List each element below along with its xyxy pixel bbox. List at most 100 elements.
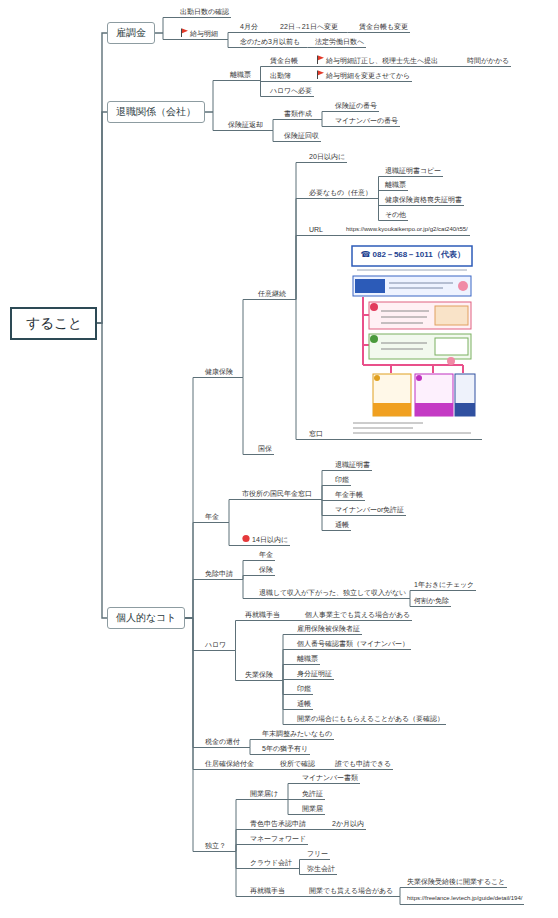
subtopic: ハロワへ必要 [268, 86, 314, 97]
flag-icon [180, 28, 188, 37]
subtopic: 賃金台帳も変更 [357, 22, 410, 33]
topic-text: 再就職手当 [245, 611, 280, 618]
mascot-figure [447, 357, 455, 365]
topic-text: 退職証明書コピー [385, 167, 441, 174]
topic-text: クラウド会計 [250, 859, 292, 866]
branch-line [314, 471, 333, 500]
branch-line [302, 47, 313, 48]
topic-text: 4月分 [240, 23, 258, 30]
topic-text: 賃金台帳 [270, 57, 298, 64]
branch-line [275, 635, 295, 681]
topic-text: 年金 [259, 551, 273, 558]
guide-text-line [389, 283, 453, 284]
topic-text: 退職関係（会社） [116, 106, 196, 117]
subtopic: 給与明細 [178, 28, 220, 40]
subtopic: 必要なもの（任意） [307, 188, 374, 199]
branch-line [395, 897, 405, 905]
topic-text: 窓口 [309, 430, 323, 437]
branch-line [235, 378, 256, 455]
subtopic: 開業の場合にももらえることがある（要確認） [295, 714, 446, 725]
topic-text: 保険証回収 [284, 132, 319, 139]
branch-line [97, 323, 107, 618]
step-box [369, 302, 471, 329]
subtopic: 念のため3月以前も [238, 37, 302, 48]
step-number [370, 303, 378, 311]
guide-text-line [389, 288, 443, 289]
step-box [369, 334, 471, 359]
subtopic: 賃金台帳 [268, 56, 300, 67]
flow-arrow [363, 365, 463, 373]
flag-icon [316, 70, 324, 79]
topic-text: 税金の還付 [205, 738, 240, 745]
branch-line [314, 112, 333, 120]
branch-line [235, 300, 256, 378]
topic-text: 青色申告承認申請 [250, 820, 306, 827]
branch-line [308, 829, 330, 830]
branch-line [280, 784, 300, 800]
subtopic: 免除申請 [203, 569, 235, 580]
topic-text: 22日→21日へ変更 [280, 23, 338, 30]
phone-frame [352, 246, 472, 266]
main-topic: 雇調金 [107, 22, 155, 44]
branch-line [155, 18, 178, 34]
topic-text: 雇用保険被保険者証 [297, 625, 360, 632]
topic-text: 給与明細 [190, 30, 218, 37]
subtopic: 20日以内に [307, 152, 347, 163]
topic-text: フリー [307, 850, 328, 857]
fine-print [357, 270, 467, 271]
topic-text: 法定労働日数へ [315, 38, 364, 45]
branch-line [155, 33, 178, 40]
branch-line [185, 618, 203, 852]
branch-line [260, 32, 278, 33]
flag-cloth [318, 56, 324, 61]
topic-text: ハロワ [205, 641, 226, 648]
topic-text: 誰でも申請できる [335, 760, 391, 767]
subtopic: 給与明細訂正し、税理士先生へ提出 [314, 55, 440, 67]
subtopic: 免許証 [300, 789, 325, 800]
branch-line [275, 681, 295, 725]
subtopic: 保険証回収 [282, 131, 321, 142]
topic-text: 14日以内に [252, 536, 288, 543]
subtopic: 役所で確認 [278, 759, 317, 770]
topic-text: 個人番号確認書類（マイナンバー） [297, 640, 409, 647]
branch-line [275, 681, 295, 710]
branch-line [275, 665, 295, 681]
topic-text: 開業届け [250, 790, 278, 797]
branch-line [374, 177, 383, 199]
topic-text: 出勤日数の確認 [180, 8, 229, 15]
fine-print [353, 433, 471, 434]
topic-text: すること [26, 315, 82, 331]
branch-line [228, 845, 248, 852]
subtopic: クラウド会計 [248, 858, 294, 869]
topic-text: マネーフォワード [250, 835, 306, 842]
topic-text: 再就職手当 [250, 887, 285, 894]
subtopic: https://freelance.levtech.jp/guide/detai… [405, 894, 524, 905]
topic-text: 出勤簿 [270, 72, 291, 79]
result-box [435, 338, 468, 355]
step-text-line [381, 343, 427, 344]
subtopic: 開業届 [300, 804, 325, 815]
subtopic: 個人事業主でも貰える場合がある [303, 610, 412, 621]
branch-line [395, 888, 405, 897]
topic-text: 20日以内に [309, 153, 345, 160]
branch-line [275, 650, 295, 681]
subtopic: 失業保険受給後に開業すること [405, 877, 507, 888]
step-text-line [381, 311, 429, 312]
guide-box [353, 276, 471, 296]
branch-line [317, 769, 333, 770]
branch-line [235, 580, 257, 599]
branch-line [205, 81, 228, 113]
topic-text: 免除申請 [205, 570, 233, 577]
topic-text: 市役所の国民年金窓口 [242, 490, 312, 497]
topic-text: 年金手帳 [335, 491, 363, 498]
branch-line [288, 300, 307, 440]
topic-text: ☎ 082－568－1011（代表） [360, 250, 464, 259]
flag-cloth [318, 71, 324, 76]
topic-text: マイナンバーor免許証 [335, 506, 404, 513]
topic-text: 給与明細を変更させてから [326, 72, 410, 79]
branch-line [220, 40, 238, 48]
branch-line [300, 66, 314, 67]
branch-line [185, 523, 203, 619]
subtopic: マネーフォワード [248, 834, 308, 845]
